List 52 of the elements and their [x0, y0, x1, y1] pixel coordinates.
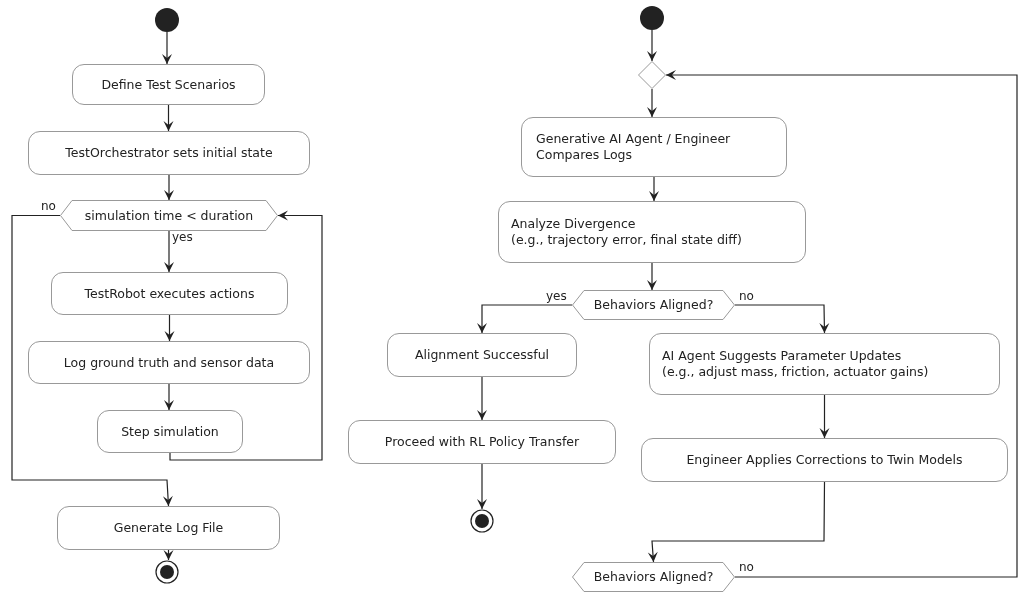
arrow	[164, 314, 175, 342]
arrow	[477, 463, 487, 510]
edge-label: no	[40, 200, 57, 213]
action-box: Log ground truth and sensor data	[28, 341, 310, 384]
edge-label: yes	[171, 231, 194, 244]
end-node	[155, 560, 179, 584]
action-box: Define Test Scenarios	[72, 64, 265, 105]
action-title: AI Agent Suggests Parameter Updates	[662, 348, 903, 364]
arrow	[164, 230, 174, 273]
arrow	[163, 104, 174, 132]
condition-text: Behaviors Aligned?	[593, 297, 714, 313]
arrow	[164, 383, 174, 411]
edge-label: no	[738, 290, 755, 303]
condition-text: simulation time < duration	[84, 207, 254, 224]
arrow	[734, 304, 830, 334]
action-box: Generative AI Agent / Engineer Compares Logs	[521, 117, 787, 177]
arrow	[162, 31, 172, 65]
condition-text: Behaviors Aligned?	[593, 569, 714, 585]
arrow	[665, 70, 1018, 578]
decision-hexagon	[572, 290, 735, 320]
action-box: Generate Log File	[57, 506, 280, 550]
arrow	[477, 304, 573, 334]
arrow	[647, 481, 826, 563]
action-note: (e.g., trajectory error, final state diff)	[511, 232, 743, 248]
action-box: TestRobot executes actions	[51, 272, 288, 315]
end-node	[470, 509, 494, 533]
action-note: (e.g., adjust mass, friction, actuator gains)	[662, 364, 930, 380]
action-box: Alignment Successful	[387, 333, 577, 377]
action-box: Engineer Applies Corrections to Twin Models	[641, 438, 1008, 482]
action-box: Step simulation	[97, 410, 243, 453]
action-title: Analyze Divergence	[511, 216, 637, 232]
start-node	[640, 6, 664, 30]
action-box	[649, 333, 1000, 395]
arrow	[647, 29, 657, 62]
arrow	[163, 549, 174, 561]
action-box: TestOrchestrator sets initial state	[28, 131, 310, 175]
merge-diamond	[638, 61, 666, 89]
start-node	[155, 8, 179, 32]
arrow	[649, 176, 659, 202]
arrow	[647, 88, 657, 118]
decision-hexagon	[60, 200, 278, 231]
edge-label: no	[738, 561, 755, 574]
arrow	[169, 210, 323, 461]
arrow	[477, 376, 487, 421]
decision-hexagon	[572, 562, 735, 592]
arrow	[647, 262, 657, 291]
action-box	[498, 201, 806, 263]
edge-label: yes	[545, 290, 568, 303]
action-box: Proceed with RL Policy Transfer	[348, 420, 616, 464]
arrow	[11, 214, 173, 507]
arrow	[164, 174, 174, 201]
arrow	[819, 394, 830, 439]
